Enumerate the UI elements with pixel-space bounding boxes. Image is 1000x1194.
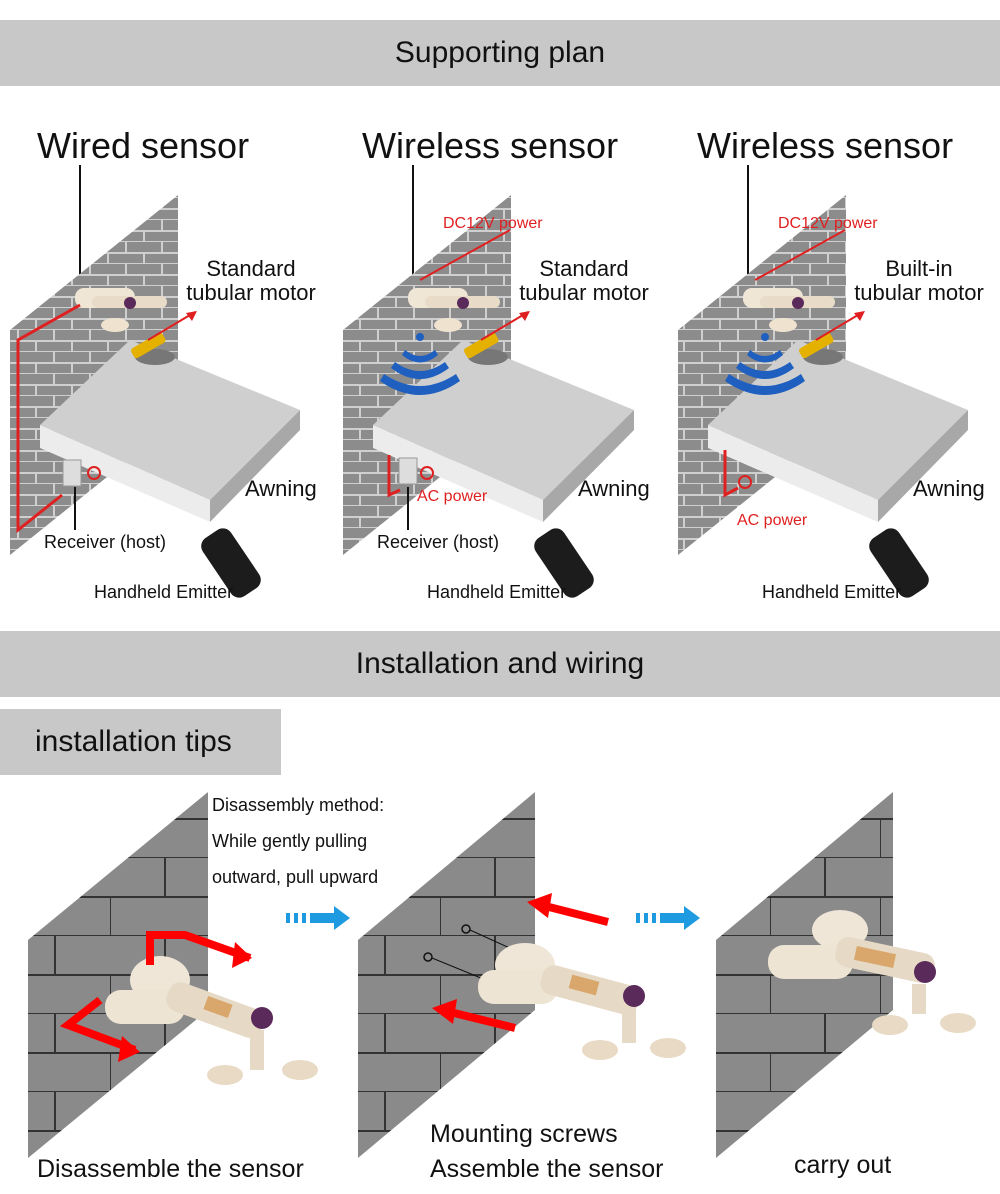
- ac-socket: [738, 475, 752, 489]
- tubular-motor: [131, 332, 166, 359]
- gray-wall: [28, 792, 208, 1158]
- motor-label: Built-in tubular motor: [854, 256, 984, 305]
- awning-front: [708, 425, 878, 522]
- wireless-signal-icon: [380, 333, 460, 395]
- step-caption: Mounting screws: [430, 1120, 618, 1148]
- panel-wireless-sensor-builtin: [678, 165, 968, 598]
- awning-top: [373, 340, 634, 500]
- dc-wire: [754, 229, 846, 281]
- panel-wireless-sensor-standard: [343, 165, 634, 598]
- ac-socket: [420, 466, 434, 480]
- awning-label: Awning: [578, 476, 650, 501]
- awning-top: [40, 340, 300, 500]
- awning-label: Awning: [913, 476, 985, 501]
- receiver-box: [62, 459, 82, 487]
- red-arrow: [146, 931, 252, 965]
- awning-front: [40, 425, 210, 522]
- remote-control: [869, 528, 929, 598]
- awning-front: [373, 425, 543, 522]
- red-arrow: [59, 996, 137, 1054]
- ac-power-label: AC power: [417, 488, 488, 505]
- tubular-motor: [799, 332, 834, 359]
- awning-label: Awning: [245, 476, 317, 501]
- section-title: Installation and wiring: [355, 647, 645, 680]
- wind-sensor: [478, 943, 686, 1060]
- wire-line: [723, 450, 739, 498]
- wireless-signal-icon: [725, 333, 805, 395]
- panel-wired-sensor: [10, 165, 300, 598]
- receiver-box: [398, 457, 418, 485]
- panel-title: Wired sensor: [37, 125, 250, 166]
- receiver-label: Receiver (host): [44, 532, 167, 552]
- wind-sensor: [768, 910, 976, 1035]
- step-caption: carry out: [794, 1151, 892, 1179]
- next-step-arrow-icon: [636, 906, 700, 930]
- panel-title: Wireless sensor: [697, 125, 954, 166]
- section-header-supporting-plan: Supporting plan: [0, 20, 1000, 86]
- red-arrow: [449, 1008, 516, 1032]
- screw-hole-icon: [423, 952, 433, 962]
- wind-sensor: [408, 288, 500, 332]
- remote-control: [201, 528, 261, 598]
- step-caption: Disassemble the sensor: [37, 1155, 304, 1183]
- dc-power-label: DC12V power: [778, 215, 878, 232]
- step-assemble: [358, 792, 686, 1158]
- installation-tips-label: installation tips: [0, 709, 281, 775]
- red-arrow: [544, 902, 609, 926]
- emitter-label: Handheld Emitter: [427, 582, 567, 602]
- motor-label: Standard tubular motor: [186, 256, 316, 305]
- next-step-arrow-icon: [286, 906, 350, 930]
- wind-sensor: [743, 288, 835, 332]
- wire-line: [387, 455, 401, 498]
- section-title: Supporting plan: [394, 36, 606, 69]
- wind-sensor: [75, 288, 167, 332]
- disassembly-method-text: Disassembly method: While gently pulling…: [212, 795, 385, 887]
- awning-top: [708, 340, 968, 500]
- gray-wall: [358, 792, 535, 1158]
- panel-title: Wireless sensor: [362, 125, 619, 166]
- section-header-installation: Installation and wiring: [0, 631, 1000, 697]
- emitter-label: Handheld Emitter: [94, 582, 234, 602]
- dc-power-label: DC12V power: [443, 215, 543, 232]
- screw-hole-icon: [461, 924, 471, 934]
- wire-line: [16, 303, 81, 534]
- ac-power-label: AC power: [737, 512, 808, 529]
- step-disassemble: [28, 792, 318, 1158]
- ac-socket: [87, 466, 101, 480]
- receiver-label: Receiver (host): [377, 532, 500, 552]
- step-carry-out: [716, 792, 976, 1158]
- wind-sensor: [105, 956, 318, 1085]
- motor-label: Standard tubular motor: [519, 256, 649, 305]
- dc-wire: [419, 229, 511, 281]
- step-caption: Assemble the sensor: [430, 1155, 664, 1183]
- remote-control: [534, 528, 594, 598]
- tubular-motor: [464, 332, 499, 359]
- emitter-label: Handheld Emitter: [762, 582, 902, 602]
